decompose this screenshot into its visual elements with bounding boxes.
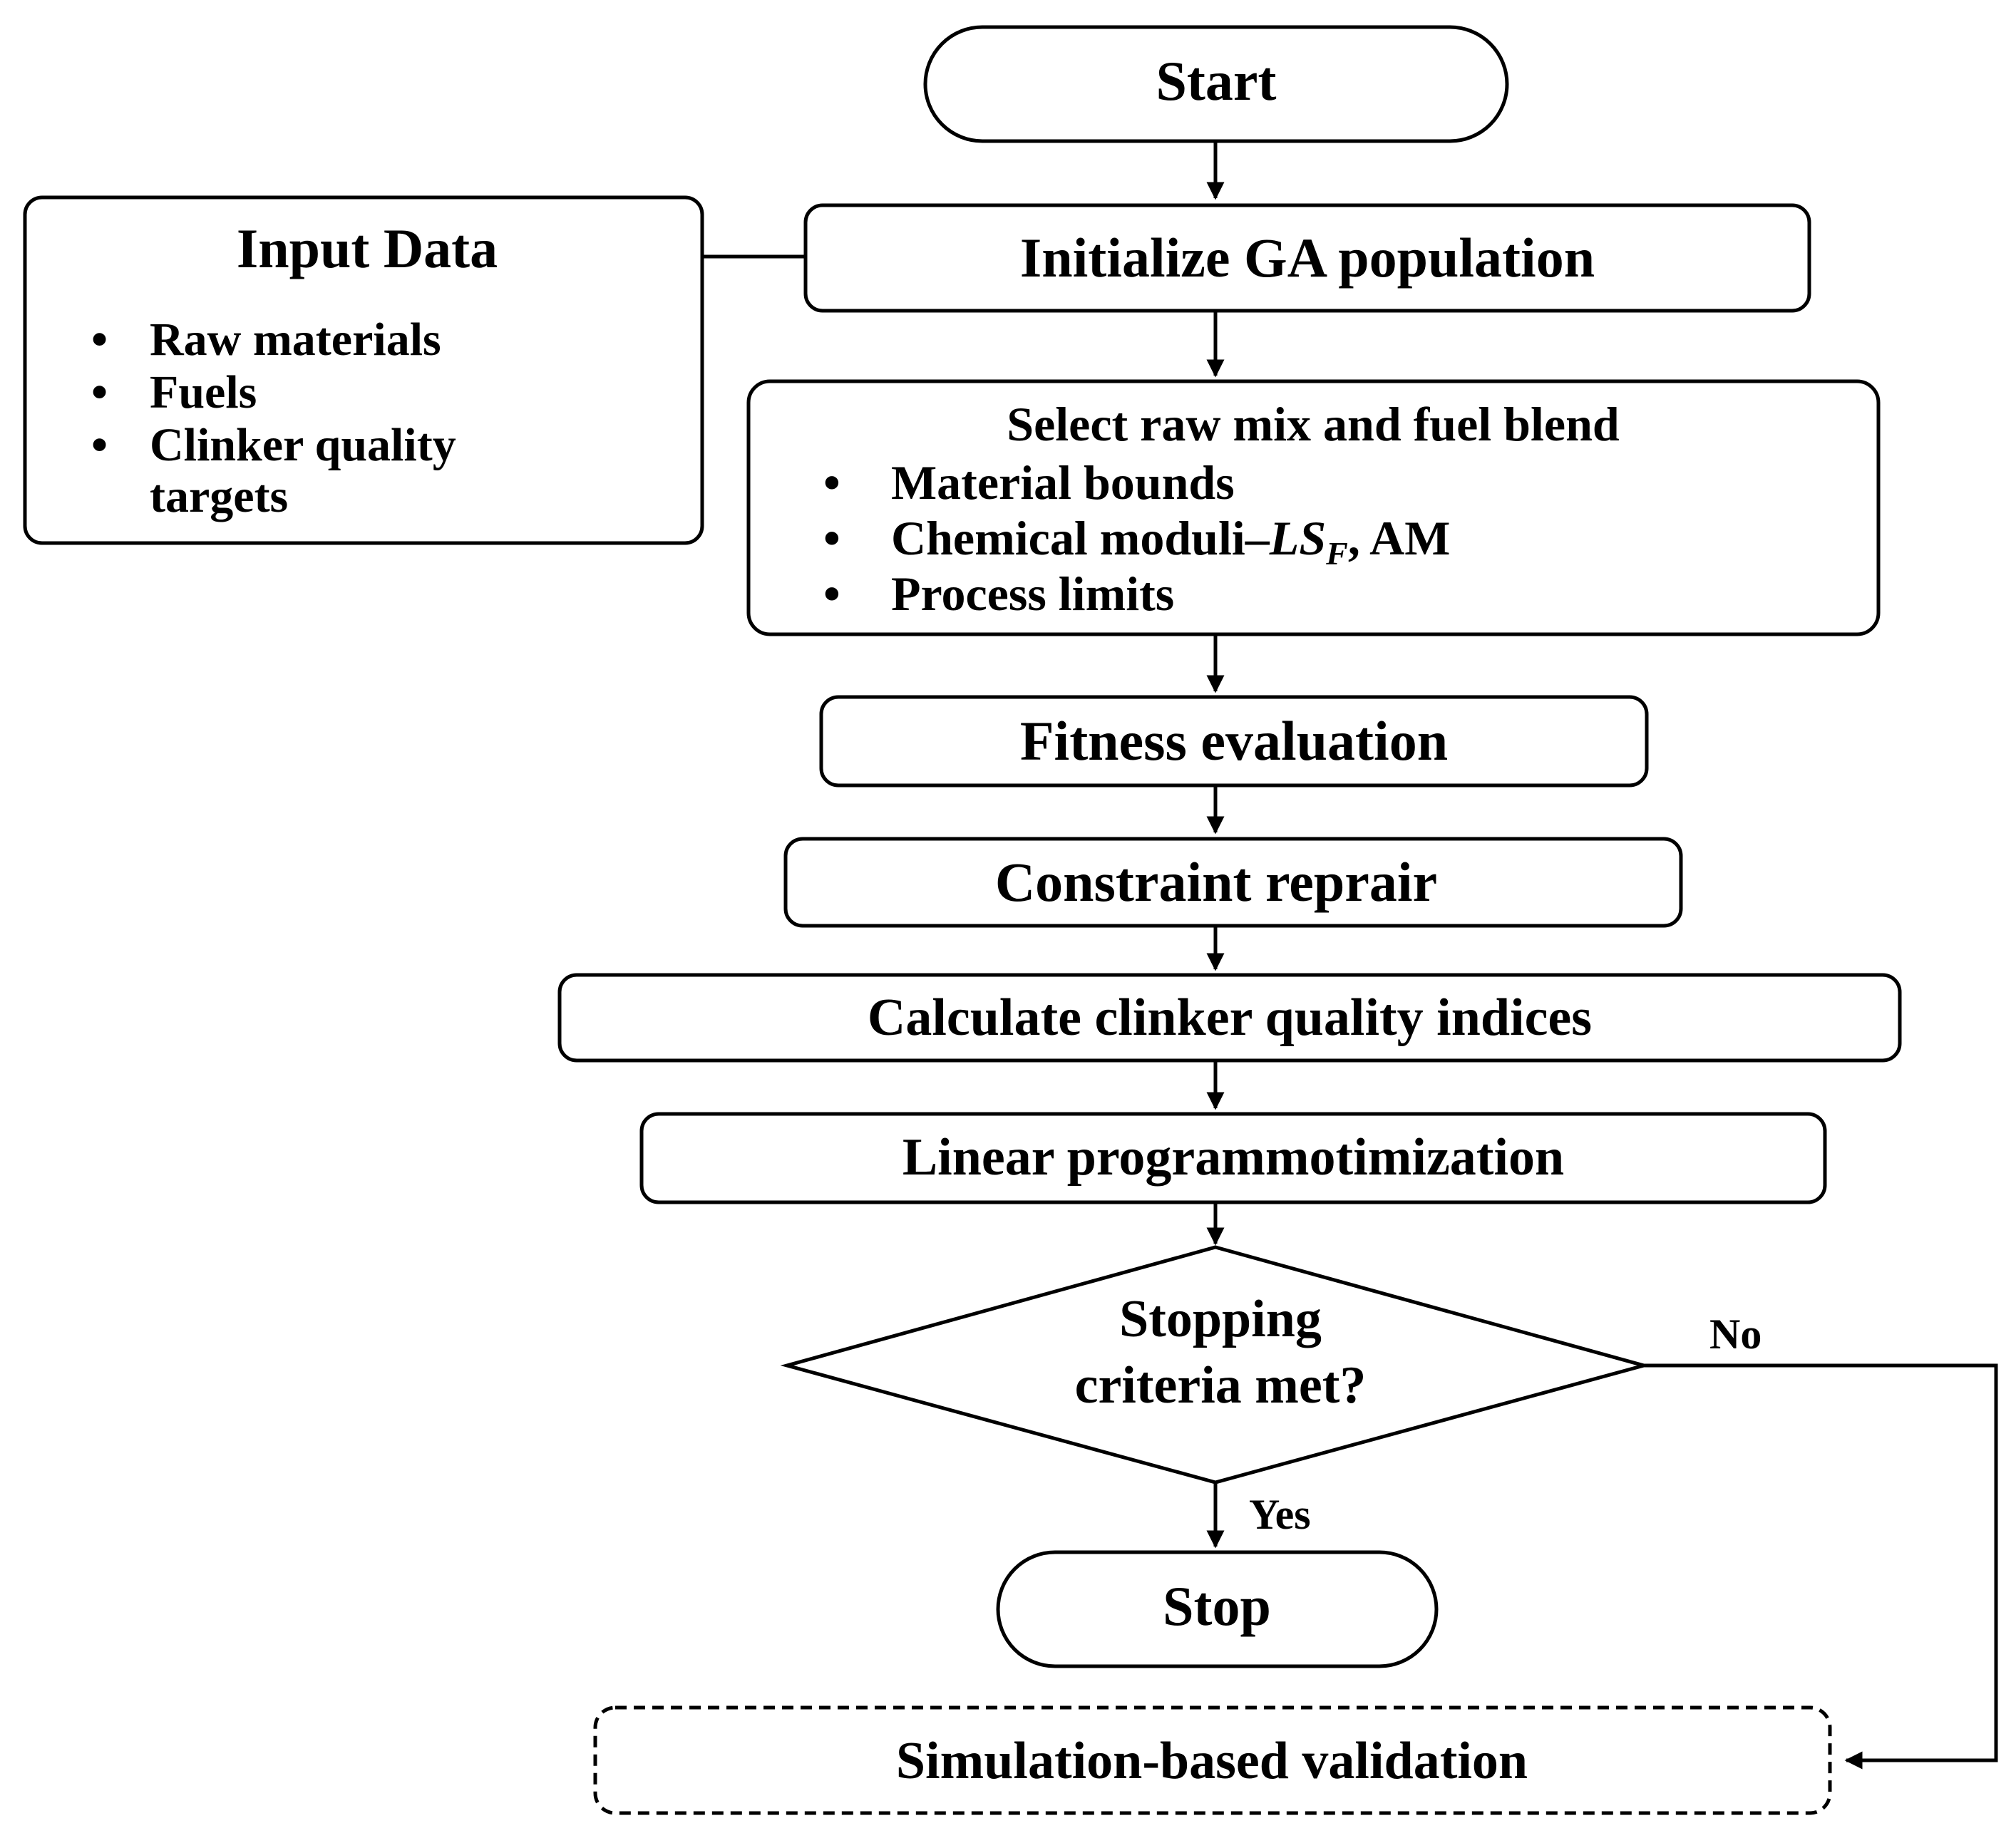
repair-node: Constraint reprair [783, 837, 1683, 928]
input-bullet-1-dot: • [91, 314, 108, 366]
select-bullet-2-math: LS [1269, 511, 1326, 565]
linear-label: Linear programmotimization [902, 1128, 1564, 1187]
no-label: No [1709, 1311, 1762, 1358]
select-bullet-1: Material bounds [891, 455, 1235, 510]
input-bullet-2-dot: • [91, 366, 108, 418]
linear-node: Linear programmotimization [639, 1112, 1827, 1204]
select-mix-node: Select raw mix and fuel blend • Material… [746, 379, 1881, 636]
select-bullet-2-dot: • [823, 511, 840, 565]
select-bullet-2-suffix: , AM [1348, 511, 1451, 565]
stop-label: Stop [1163, 1575, 1271, 1637]
validation-node: Simulation-based validation [593, 1705, 1832, 1815]
fitness-label: Fitness evaluation [1020, 710, 1448, 772]
select-bullet-2: Chemical moduli–LSF, AM [891, 511, 1450, 572]
edge-decision-no-to-validation [1644, 1363, 1998, 1770]
validation-label: Simulation-based validation [896, 1732, 1528, 1790]
yes-label: Yes [1249, 1491, 1311, 1538]
select-bullet-2-sub: F [1325, 535, 1348, 572]
init-ga-label: Initialize GA population [1020, 227, 1595, 289]
select-bullet-3-dot: • [823, 567, 840, 621]
input-bullet-2: Fuels [150, 366, 257, 418]
start-label: Start [1156, 50, 1277, 112]
calculate-label: Calculate clinker quality indices [868, 988, 1592, 1047]
start-node: Start [923, 25, 1509, 143]
fitness-node: Fitness evaluation [819, 695, 1649, 788]
repair-label: Constraint reprair [995, 851, 1437, 913]
decision-line-2: criteria met? [1075, 1356, 1367, 1415]
decision-node: Stopping criteria met? [780, 1245, 1651, 1485]
calculate-node: Calculate clinker quality indices [557, 973, 1902, 1063]
input-bullet-3-cont: targets [150, 470, 288, 522]
edges [702, 143, 1998, 1770]
select-mix-title: Select raw mix and fuel blend [1007, 397, 1620, 451]
input-bullet-1: Raw materials [150, 314, 441, 366]
select-bullet-2-prefix: Chemical moduli– [891, 511, 1270, 565]
input-data-box: Input Data • Raw materials • Fuels • Cli… [23, 195, 704, 545]
select-bullet-3: Process limits [891, 567, 1174, 621]
stop-node: Stop [996, 1550, 1439, 1668]
input-data-title: Input Data [237, 217, 498, 279]
init-ga-node: Initialize GA population [803, 203, 1811, 313]
input-bullet-3: Clinker quality [150, 419, 456, 471]
input-bullet-3-dot: • [91, 419, 108, 471]
decision-line-1: Stopping [1119, 1290, 1322, 1348]
select-bullet-1-dot: • [823, 455, 840, 510]
